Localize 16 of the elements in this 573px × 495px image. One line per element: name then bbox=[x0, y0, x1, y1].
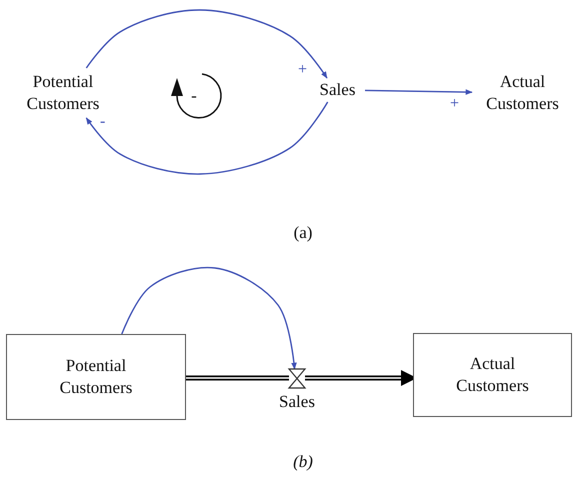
arrow bbox=[121, 266, 297, 370]
arrow bbox=[364, 89, 473, 95]
variable-label: Actual Customers bbox=[472, 68, 573, 118]
loop-polarity: - bbox=[190, 86, 198, 106]
panel-label: (a) bbox=[292, 223, 314, 243]
arrow bbox=[86, 102, 328, 175]
valve-symbol bbox=[289, 369, 305, 388]
stock-name: Potential Customers bbox=[58, 354, 134, 399]
arrow bbox=[86, 9, 328, 79]
flow-name: Sales bbox=[278, 392, 316, 412]
variable-label: Sales bbox=[310, 78, 365, 102]
stock-box bbox=[413, 333, 572, 417]
panel-label: (b) bbox=[292, 452, 314, 472]
stock-name: Actual Customers bbox=[455, 352, 530, 397]
flow-pipe bbox=[186, 376, 289, 380]
stock-box bbox=[6, 334, 186, 420]
